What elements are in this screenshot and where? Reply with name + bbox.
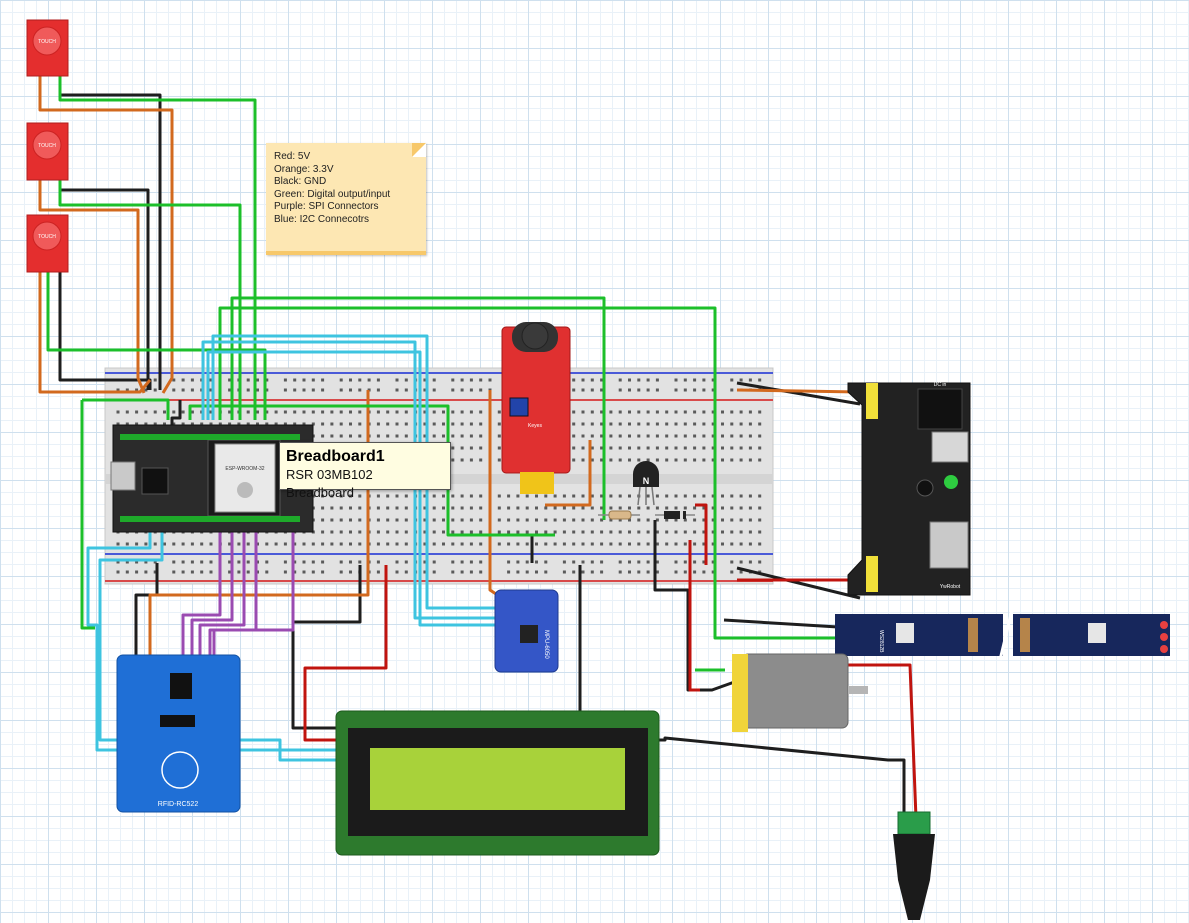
wires [38, 70, 918, 819]
power-brand-label: YwRobot [940, 584, 961, 590]
touch-sensor-2[interactable] [26, 122, 69, 181]
note-line-black: Black: GND [274, 176, 327, 188]
tooltip-subtitle: RSR 03MB102 Breadboard [286, 467, 373, 500]
touch-sensor-1[interactable] [26, 19, 69, 77]
power-dc-in-label: DC in [934, 382, 947, 388]
led-strip[interactable] [835, 609, 1170, 661]
note-line-blue: Blue: I2C Connecotrs [274, 213, 370, 225]
transistor-label: N [643, 476, 650, 486]
power-supply-module[interactable] [847, 382, 971, 596]
esp32-module-label: ESP-WROOM-32 [225, 466, 264, 472]
sound-sensor[interactable] [501, 322, 571, 494]
rfid-label: RFID-RC522 [158, 801, 199, 808]
dc-barrel-jack[interactable] [893, 811, 935, 920]
note-corner [412, 143, 426, 157]
touch-label-1: TOUCH [38, 39, 56, 45]
tooltip-title: Breadboard1 [286, 448, 385, 465]
rfid-reader[interactable] [116, 654, 241, 813]
note-line-red: Red: 5V [274, 151, 311, 162]
legend-note[interactable]: Red: 5V Orange: 3.3V Black: GND Green: D… [266, 143, 426, 255]
transistor[interactable] [633, 461, 659, 506]
lcd-display[interactable] [335, 710, 660, 856]
resistor[interactable] [598, 510, 640, 520]
wire-3v3[interactable] [38, 75, 859, 660]
imu-sensor[interactable] [494, 589, 559, 673]
diode[interactable] [655, 511, 695, 519]
touch-label-2: TOUCH [38, 143, 56, 149]
esp32-board[interactable] [110, 424, 314, 533]
breadboard[interactable] [104, 367, 774, 585]
breadboard-tooltip: Breadboard1 RSR 03MB102 Breadboard [279, 442, 451, 500]
sound-sensor-brand: Keyes [528, 423, 542, 429]
note-line-orange: Orange: 3.3V [274, 163, 334, 175]
imu-label: MPU-6050 [543, 630, 549, 659]
note-line-purple: Purple: SPI Connectors [274, 201, 379, 213]
note-line-green: Green: Digital output/input [274, 188, 391, 200]
wire-digital[interactable] [46, 70, 838, 672]
touch-sensor-3[interactable] [26, 214, 69, 273]
wire-i2c[interactable] [86, 334, 499, 762]
wire-spi[interactable] [181, 530, 295, 660]
dc-motor[interactable] [732, 653, 868, 732]
led-strip-chip-label: WS2812B [878, 630, 884, 653]
touch-label-3: TOUCH [38, 234, 56, 240]
